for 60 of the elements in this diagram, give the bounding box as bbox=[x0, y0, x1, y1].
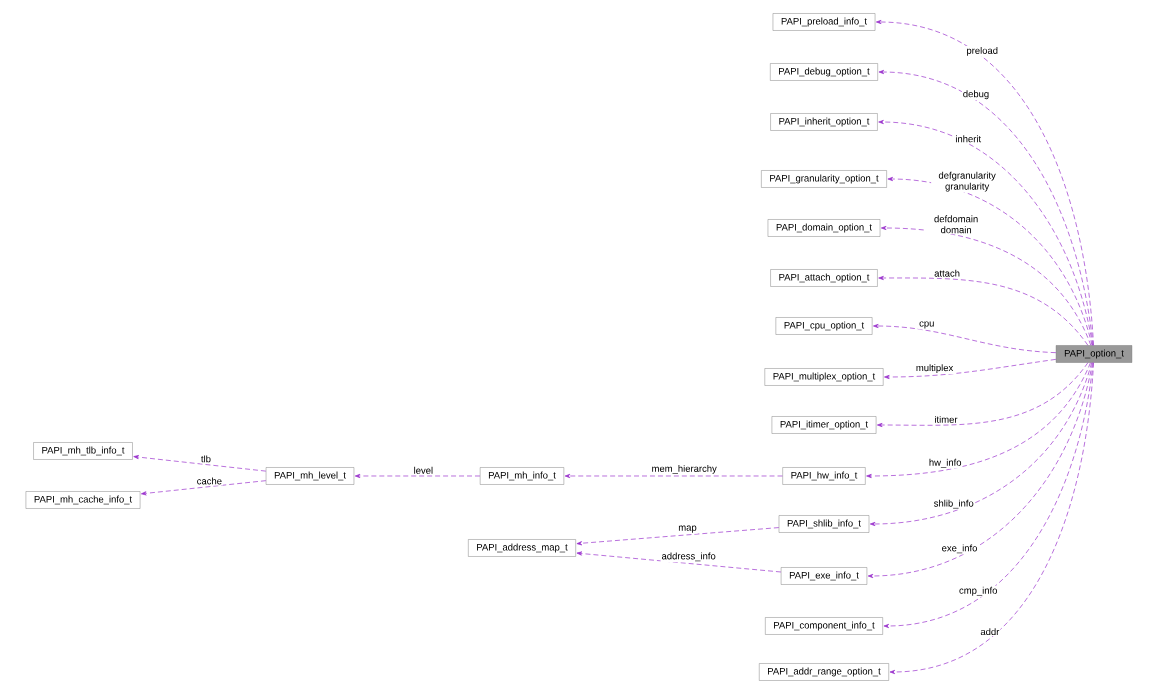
class-box: PAPI_mh_info_t bbox=[479, 467, 565, 485]
class-box: PAPI_inherit_option_t bbox=[770, 113, 878, 131]
arrow bbox=[887, 176, 1093, 346]
arrow bbox=[867, 362, 1093, 579]
class-box: PAPI_mh_level_t bbox=[265, 467, 355, 485]
edge-label: map bbox=[677, 524, 698, 534]
class-box: PAPI_option_t bbox=[1055, 345, 1133, 363]
arrow bbox=[133, 455, 267, 472]
edge-label: inherit bbox=[954, 134, 983, 144]
edge-label: exe_info bbox=[940, 543, 979, 555]
class-box: PAPI_granularity_option_t bbox=[761, 170, 887, 188]
class-box: PAPI_address_map_t bbox=[468, 539, 576, 557]
edge-label: mem_hierarchy bbox=[650, 463, 718, 475]
class-box: PAPI_shlib_info_t bbox=[778, 515, 870, 533]
arrow bbox=[878, 275, 1089, 346]
class-box: PAPI_preload_info_t bbox=[772, 13, 876, 31]
edge-label: cmp_info bbox=[958, 585, 999, 597]
arrow bbox=[354, 473, 481, 479]
arrow bbox=[878, 69, 1094, 346]
edge-label: defgranularity granularity bbox=[931, 170, 1004, 193]
edge-label: debug bbox=[961, 89, 991, 101]
arrow bbox=[141, 480, 267, 496]
edge-label: hw_info bbox=[927, 457, 963, 469]
edge-label: itimer bbox=[933, 414, 959, 424]
edge-label: defdomain domain bbox=[925, 214, 988, 235]
class-box: PAPI_mh_cache_info_t bbox=[25, 491, 141, 509]
edge-label: addr bbox=[979, 627, 1001, 637]
arrow bbox=[866, 362, 1091, 479]
edge-label: tlb bbox=[199, 454, 212, 464]
edge-label: level bbox=[412, 465, 435, 475]
class-box: PAPI_itimer_option_t bbox=[771, 416, 877, 434]
arrow bbox=[889, 362, 1094, 675]
class-box: PAPI_mh_tlb_info_t bbox=[33, 442, 133, 460]
arrow bbox=[877, 362, 1089, 428]
class-box: PAPI_cpu_option_t bbox=[775, 317, 873, 335]
edge-label: preload bbox=[965, 46, 999, 57]
edge-label: cache bbox=[195, 476, 223, 486]
arrow bbox=[878, 119, 1093, 346]
edge-label: address_info bbox=[660, 551, 717, 563]
edge-label: attach bbox=[933, 268, 961, 278]
edge-label: shlib_info bbox=[932, 498, 975, 510]
class-box: PAPI_debug_option_t bbox=[770, 63, 878, 81]
edge-label: multiplex bbox=[914, 363, 955, 374]
edge-label: cpu bbox=[918, 320, 936, 330]
arrow bbox=[873, 323, 1057, 354]
arrow bbox=[884, 359, 1057, 380]
arrow bbox=[880, 225, 1092, 346]
class-box: PAPI_hw_info_t bbox=[782, 467, 866, 485]
class-box: PAPI_multiplex_option_t bbox=[764, 368, 884, 386]
class-box: PAPI_attach_option_t bbox=[770, 269, 878, 287]
arrow bbox=[883, 362, 1094, 629]
class-box: PAPI_domain_option_t bbox=[767, 219, 881, 237]
class-box: PAPI_component_info_t bbox=[765, 617, 883, 635]
arrow bbox=[576, 527, 780, 546]
arrow bbox=[564, 473, 783, 479]
arrow bbox=[875, 19, 1094, 346]
arrow bbox=[869, 362, 1092, 527]
class-box: PAPI_exe_info_t bbox=[780, 567, 868, 585]
class-box: PAPI_addr_range_option_t bbox=[759, 663, 889, 681]
arrow bbox=[576, 551, 782, 573]
